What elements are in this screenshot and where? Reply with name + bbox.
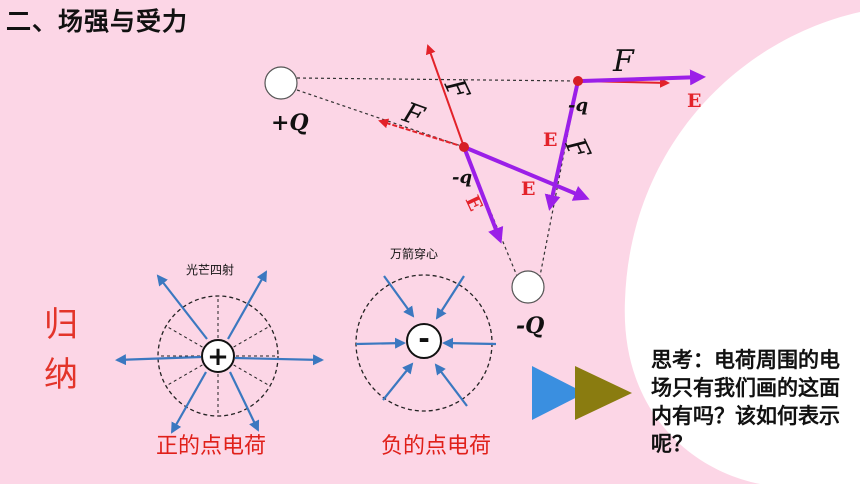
slide-title: 二、场强与受力: [6, 7, 189, 36]
force-arrow-left: [378, 118, 465, 148]
dashed-lines: [296, 77, 579, 277]
positive-sign: +: [207, 342, 229, 372]
negative-sign: -: [418, 322, 430, 355]
label-field-right-top: E: [687, 90, 701, 112]
thinking-question: 思考：电荷周围的电场只有我们画的这面内有吗？该如何表示呢？: [651, 348, 840, 456]
positive-field-caption: 光芒四射: [186, 263, 235, 277]
force-arrow-up: [425, 44, 465, 148]
test-charge-right: [573, 76, 583, 86]
field-arrow-right-top: [581, 69, 706, 86]
negative-field-caption: 万箭穿心: [390, 247, 439, 261]
test-charge-left: [459, 142, 469, 152]
label-field-center: E: [521, 178, 535, 200]
label-field-right-mid: E: [543, 129, 557, 151]
field-arrow-center: [463, 145, 590, 201]
positive-charge-name: 正的点电荷: [156, 434, 267, 459]
next-arrow-blue[interactable]: [532, 366, 585, 420]
label-test-charge-right: -q: [568, 95, 588, 116]
label-force-top-right: F: [612, 44, 635, 79]
negative-charge-name: 负的点电荷: [381, 434, 492, 459]
negative-source-charge: [511, 270, 545, 304]
label-test-charge-left: -q: [452, 167, 472, 188]
label-negative-charge: -Q: [516, 313, 544, 339]
label-positive-charge: +Q: [271, 110, 309, 136]
negative-charge-field-diagram: -: [355, 274, 497, 412]
next-arrow-olive[interactable]: [575, 366, 632, 420]
field-vectors: [462, 69, 706, 244]
positive-charge-field-diagram: +: [115, 270, 324, 434]
positive-source-charge: [264, 66, 298, 100]
summary-label: 归纳: [44, 305, 78, 395]
field-arrow-down: [462, 146, 504, 244]
